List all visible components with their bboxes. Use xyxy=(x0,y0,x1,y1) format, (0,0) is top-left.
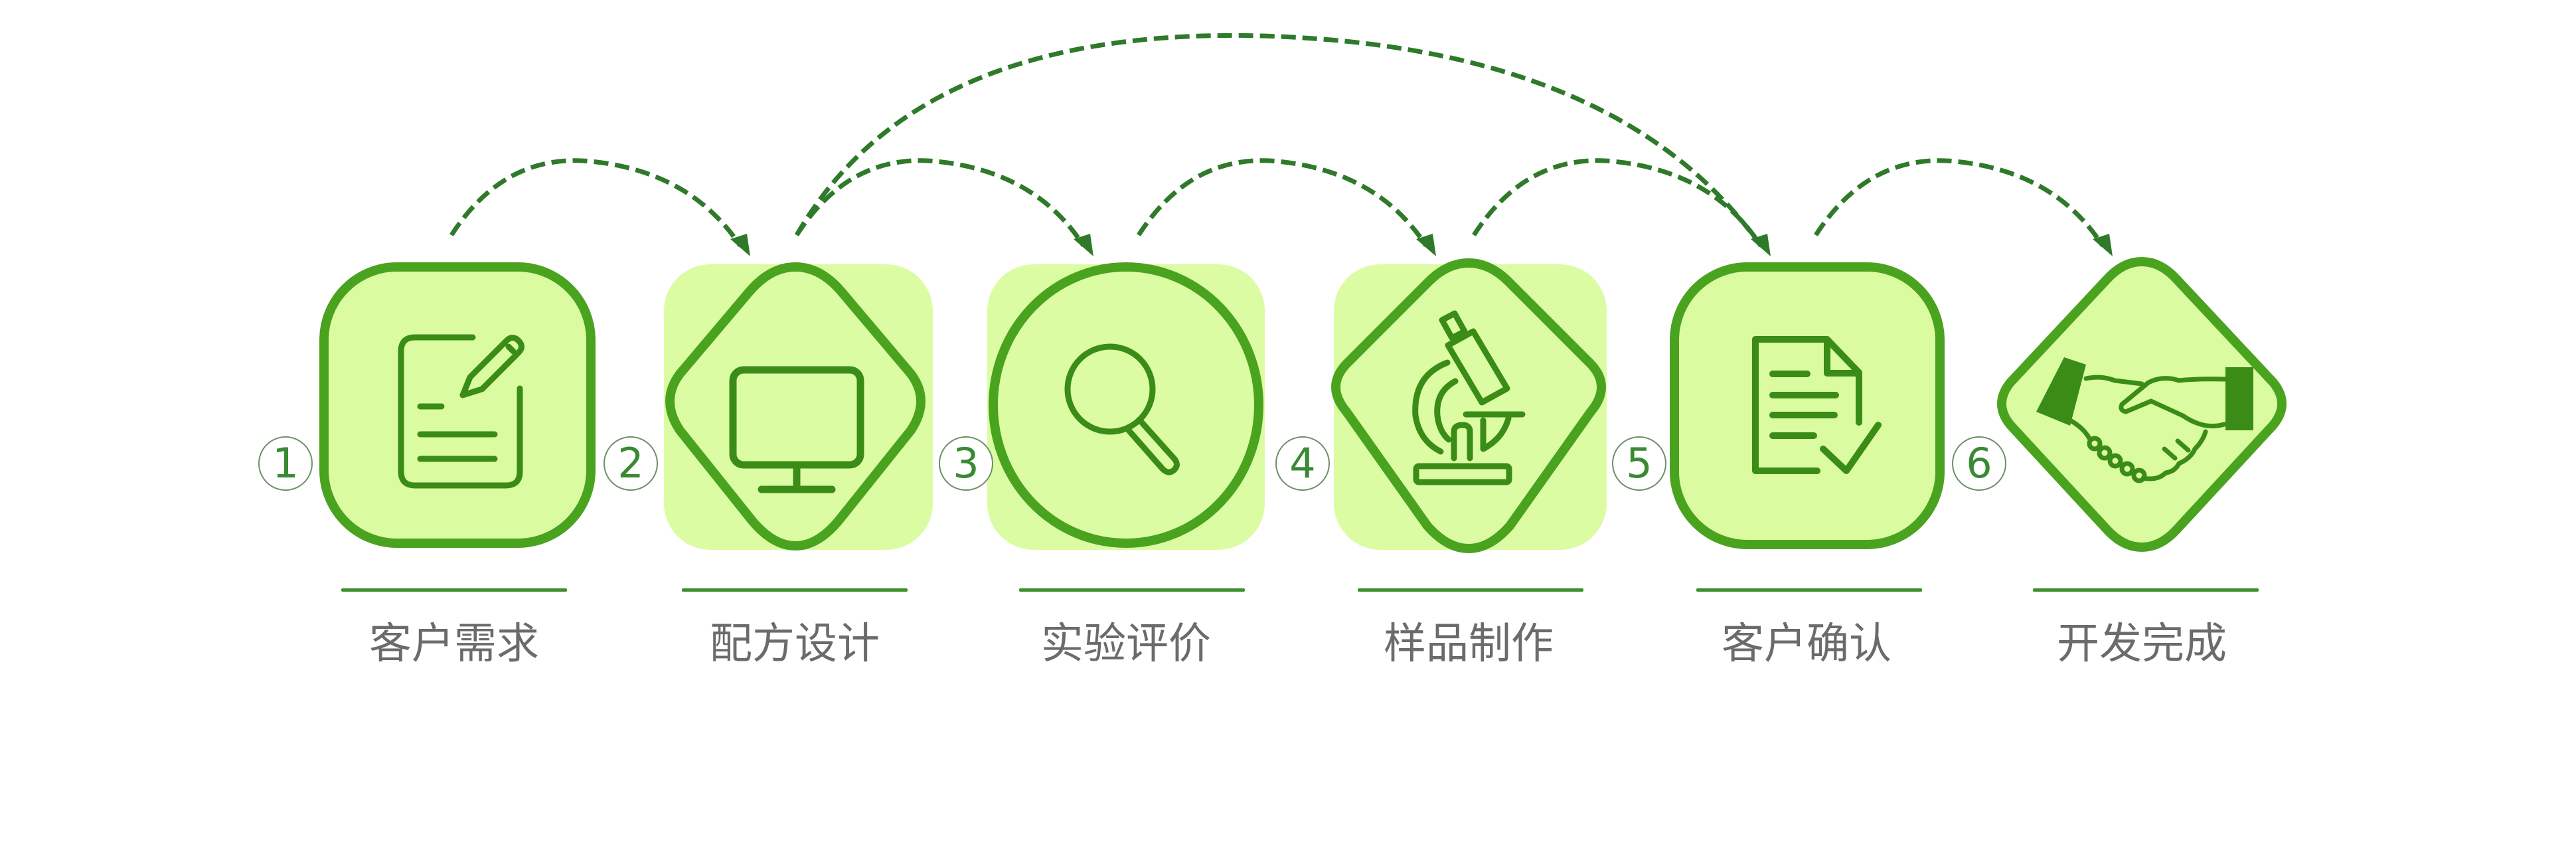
step-2-number-badge: 2 xyxy=(604,436,658,491)
step-1-number-badge: 1 xyxy=(258,436,313,491)
step-1-node xyxy=(319,262,596,548)
handshake-icon xyxy=(2036,357,2253,483)
arrowhead-icon xyxy=(730,234,750,256)
step-4-node xyxy=(1331,258,1606,554)
step-3-underline xyxy=(1019,588,1245,592)
step-3-node xyxy=(989,262,1263,548)
step-6-underline xyxy=(2033,588,2259,592)
step-4-underline xyxy=(1358,588,1583,592)
step-4-bg xyxy=(1334,264,1607,550)
step-4-number-badge: 4 xyxy=(1275,436,1330,491)
flow-arrows xyxy=(449,33,2105,248)
arrow-2-to-3 xyxy=(795,158,1086,247)
step-6-number-badge: 6 xyxy=(1952,436,2006,491)
arrowhead-icon xyxy=(1074,234,1093,256)
step-2-bg xyxy=(664,264,933,550)
step-5-node xyxy=(1670,262,1945,549)
step-5-underline xyxy=(1696,588,1922,592)
step-2-node xyxy=(665,262,926,551)
microscope-icon xyxy=(1412,310,1526,485)
arrow-2-to-5 xyxy=(794,33,1763,248)
arrow-3-to-4 xyxy=(1137,158,1428,247)
arrowhead-icon xyxy=(2093,234,2113,256)
monitor-icon xyxy=(729,366,864,493)
step-1-underline xyxy=(341,588,567,592)
arrowheads xyxy=(730,234,2113,256)
document-check-icon xyxy=(1752,336,1882,474)
step-6-node xyxy=(1997,256,2287,552)
arrow-5-to-6 xyxy=(1814,158,2105,247)
step-4-label: 样品制作 xyxy=(1384,620,1554,669)
step-3-bg xyxy=(987,264,1265,550)
arrowhead-icon xyxy=(1416,234,1436,256)
step-5-label: 客户确认 xyxy=(1722,620,1892,669)
step-1-label: 客户需求 xyxy=(369,620,539,669)
document-edit-icon xyxy=(398,334,524,489)
step-3-label: 实验评价 xyxy=(1041,620,1211,669)
step-6-label: 开发完成 xyxy=(2057,620,2227,669)
arrowhead-icon xyxy=(1751,234,1771,256)
arrow-1-to-2 xyxy=(449,158,742,247)
step-2-underline xyxy=(682,588,908,592)
step-3-number-badge: 3 xyxy=(939,436,993,491)
magnifier-icon xyxy=(1064,343,1180,475)
arrow-4-to-5 xyxy=(1472,158,1763,247)
step-2-label: 配方设计 xyxy=(710,620,880,669)
step-5-number-badge: 5 xyxy=(1612,436,1666,491)
